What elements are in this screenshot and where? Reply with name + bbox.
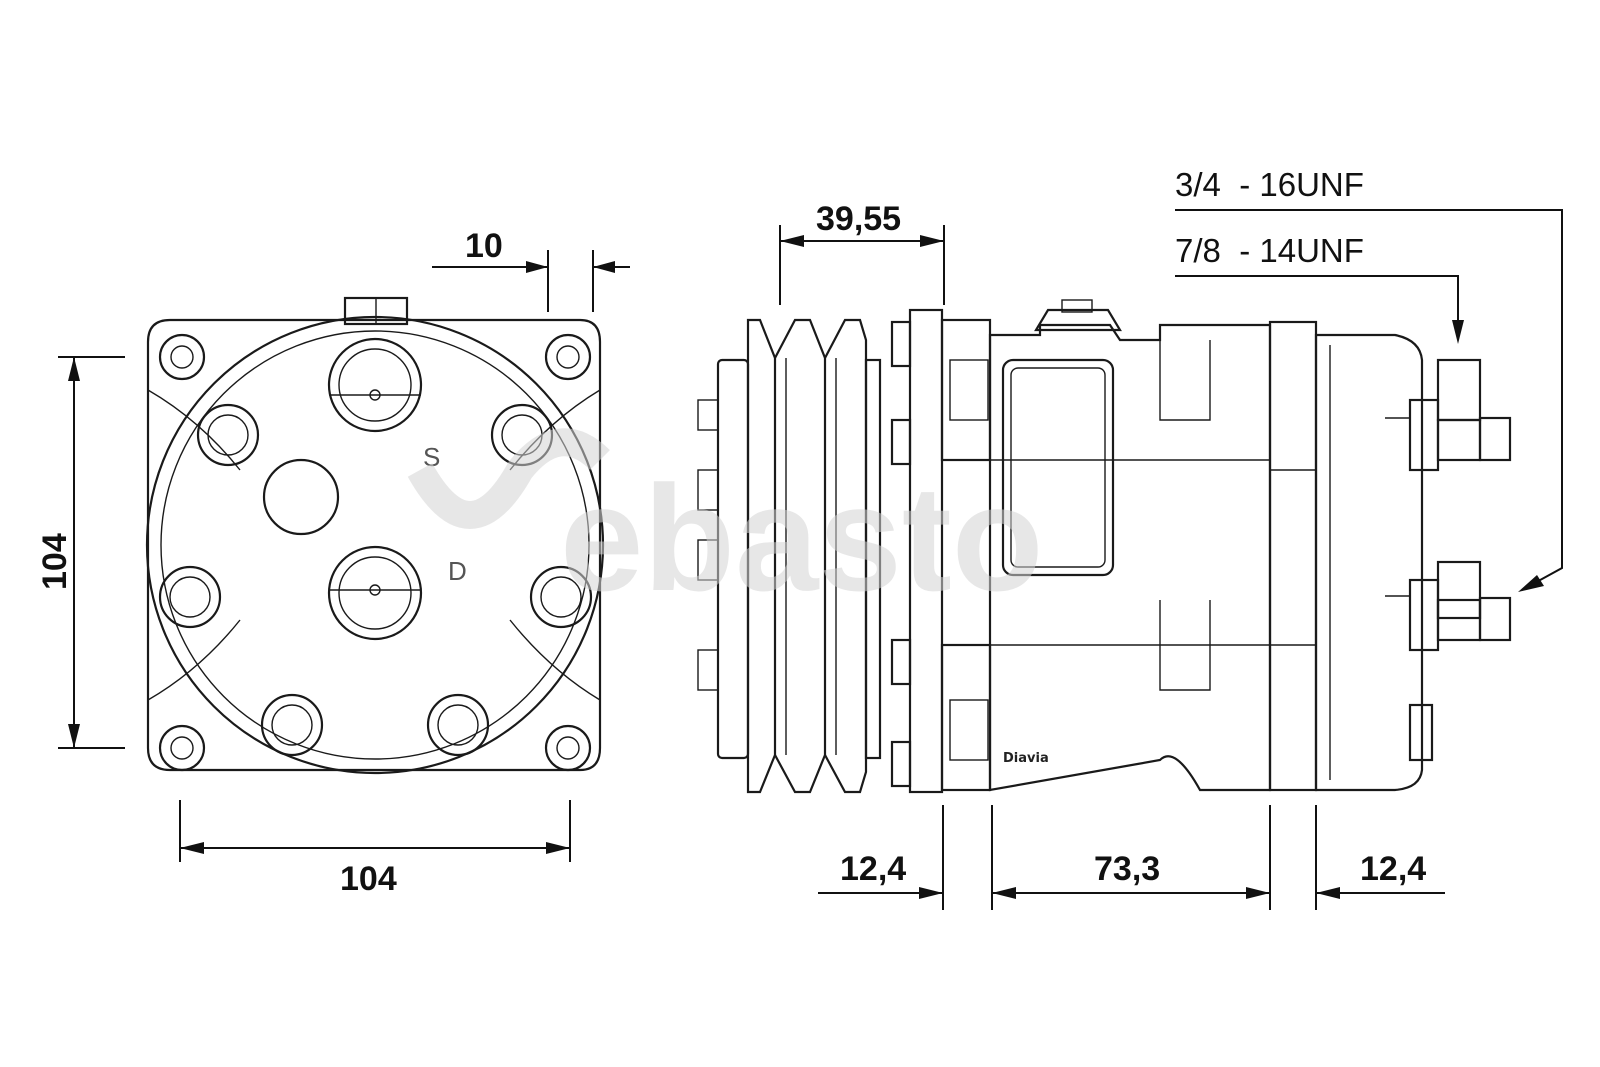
rear-flange — [1268, 320, 1318, 792]
dim-front-top-offset: 10 — [465, 227, 503, 265]
dim-front-width: 104 — [340, 860, 397, 898]
dimension-lines — [58, 209, 1563, 910]
rear-suction-fitting — [1385, 358, 1512, 472]
corner-bolt-holes — [158, 333, 592, 772]
watermark: ebasto — [407, 428, 1043, 622]
dim-flange-left: 12,4 — [840, 850, 906, 888]
front-housing-top — [940, 318, 992, 462]
dim-flange-right: 12,4 — [1360, 850, 1426, 888]
front-flange-outline — [146, 318, 602, 772]
front-head-circle — [145, 315, 605, 775]
rear-head — [1314, 333, 1424, 792]
front-discharge-port — [327, 545, 423, 641]
front-housing-bottom — [940, 643, 992, 792]
dim-pulley-width: 39,55 — [816, 200, 901, 238]
dim-body-length: 73,3 — [1094, 850, 1160, 888]
pulley — [746, 318, 882, 794]
discharge-thread-callout: 7/8 - 14UNF — [1175, 232, 1364, 269]
body-label-window — [1001, 358, 1115, 577]
dim-front-height: 104 — [36, 533, 74, 590]
main-body — [988, 323, 1272, 792]
suction-marker: S — [423, 442, 440, 472]
watermark-text: ebasto — [560, 454, 1043, 622]
front-flange — [908, 308, 944, 794]
front-blank-plug — [262, 458, 340, 536]
side-view: Diavia — [697, 299, 1512, 794]
front-view: S D — [145, 296, 605, 775]
suction-thread-callout: 3/4 - 16UNF — [1175, 166, 1364, 203]
discharge-marker: D — [448, 556, 467, 586]
top-valve-nut — [1034, 308, 1122, 332]
rear-bracket — [1408, 703, 1434, 762]
rear-discharge-fitting — [1385, 560, 1512, 652]
brand-plate: Diavia — [1003, 751, 1049, 766]
front-suction-port — [327, 337, 423, 433]
